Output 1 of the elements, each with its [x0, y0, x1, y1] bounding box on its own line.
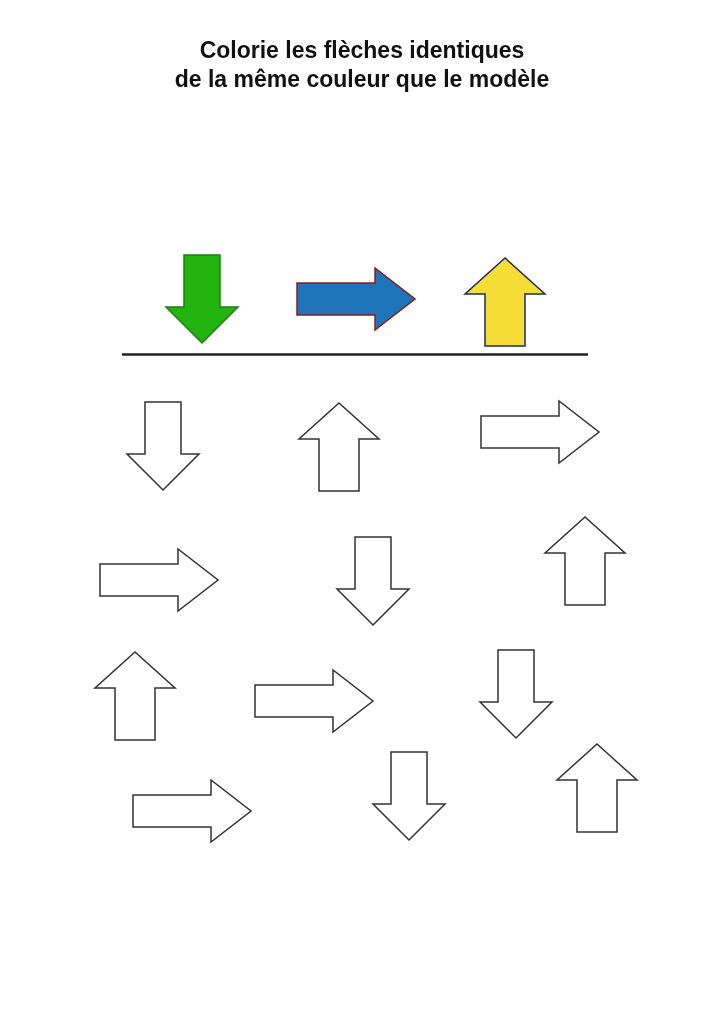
title: Colorie les flèches identiques de la même couleur que le modèle [173, 36, 551, 94]
